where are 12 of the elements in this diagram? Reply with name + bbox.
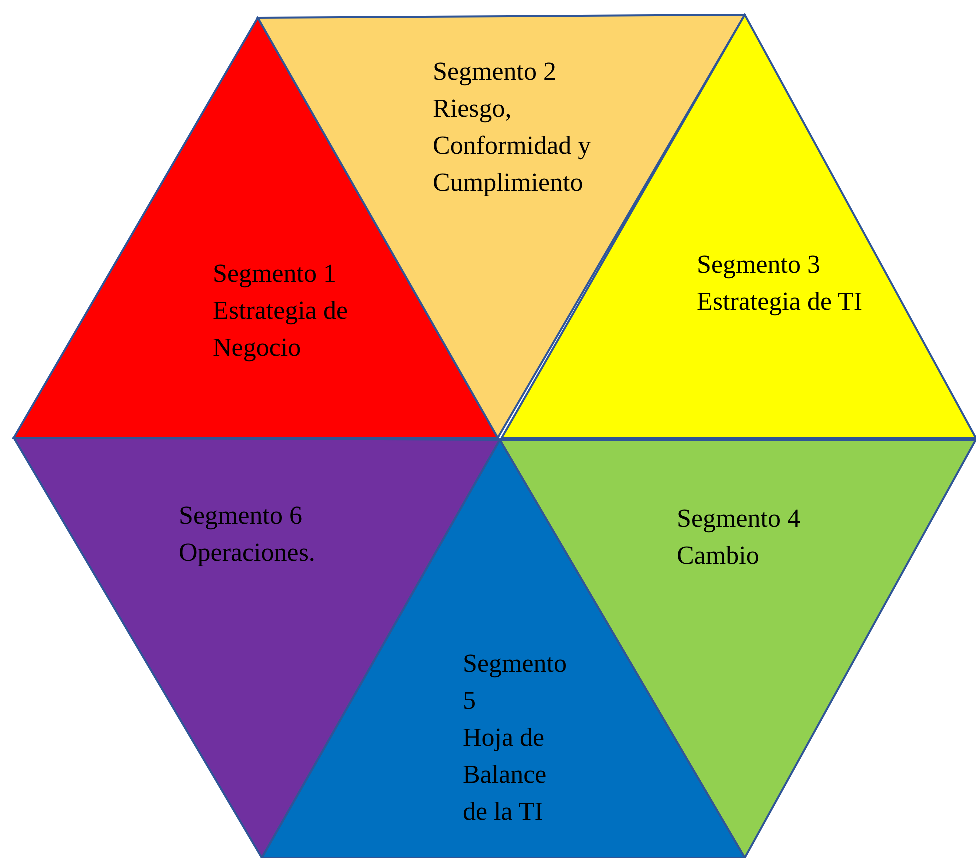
segment-number: Segmento 4 xyxy=(677,503,802,535)
segment-title: Operaciones. xyxy=(179,537,316,569)
segment-title: Estrategia de TI xyxy=(697,286,864,318)
segment-title: Hoja de Balance de la TI xyxy=(463,722,548,828)
segment-title: Cambio xyxy=(677,540,760,572)
segment-title: Riesgo, Conformidad y Cumplimiento xyxy=(433,93,592,199)
segment-title: Estrategia de Negocio xyxy=(213,295,349,364)
segment-number: Segmento 1 xyxy=(213,258,338,290)
segment-number: Segmento 6 xyxy=(179,500,304,532)
segment-number: Segmento 2 xyxy=(433,56,558,88)
segment-number: Segmento 3 xyxy=(697,249,822,281)
segment-number: Segmento 5 xyxy=(463,648,568,717)
